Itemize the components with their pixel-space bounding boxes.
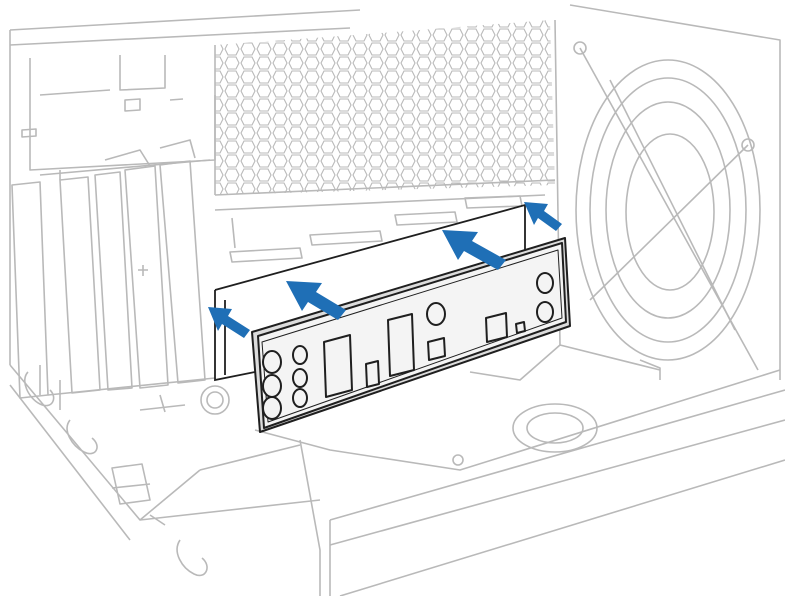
usb-stack-port <box>323 334 353 398</box>
small-port <box>365 360 380 388</box>
lan-usb-port <box>387 313 415 377</box>
antenna-port-top <box>536 272 554 294</box>
install-direction-arrows <box>208 202 562 338</box>
computer-case <box>9 4 785 596</box>
install-direction-arrow-icon <box>208 307 250 338</box>
install-direction-arrow-icon <box>286 281 346 320</box>
audio-ports <box>262 345 308 420</box>
install-direction-arrow-icon <box>442 230 506 270</box>
case-fan-icon <box>573 41 761 371</box>
install-direction-arrow-icon <box>524 202 562 231</box>
antenna-port-bottom <box>536 301 554 323</box>
square-port <box>427 337 446 361</box>
rect-port <box>485 312 508 343</box>
round-port <box>426 302 446 326</box>
port-cutouts <box>323 272 554 398</box>
io-shield <box>251 237 571 433</box>
tiny-port <box>515 321 526 334</box>
